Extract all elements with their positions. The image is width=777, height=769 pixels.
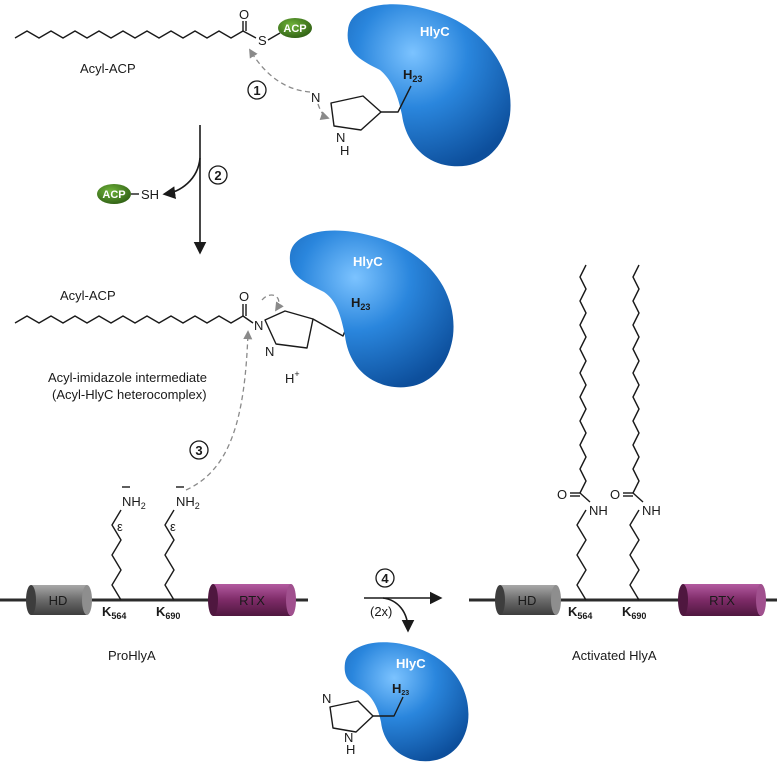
carbonyl-oxygen-mid: O <box>239 289 249 304</box>
svg-text:4: 4 <box>381 571 389 586</box>
step1-attack-arrow <box>249 48 311 93</box>
acyl-chain-564 <box>579 264 587 494</box>
acp-label-top: ACP <box>283 23 306 35</box>
acyl-chain-top <box>14 30 244 39</box>
epsilon-564: ε <box>117 519 123 534</box>
acp-blob-released <box>97 184 131 204</box>
nh2-564: NH2 <box>122 494 146 511</box>
imidazole-nh-n-top: N <box>336 130 345 145</box>
curly-arrow-mid <box>261 294 284 312</box>
his23-label-bottom: H23 <box>392 681 409 697</box>
acyl-chain-690 <box>632 264 640 494</box>
his-side-chain-top <box>381 85 412 113</box>
hlyc-label-mid: HlyC <box>353 254 383 269</box>
svg-text:3: 3 <box>195 443 202 458</box>
carbonyl-oxygen-top: O <box>239 7 249 22</box>
step3-attack-arrow <box>185 330 253 491</box>
prohlya-label: ProHlyA <box>108 648 156 663</box>
hd-label-right: HD <box>518 593 537 608</box>
imidazole-ring-top <box>330 95 382 131</box>
step4-release-arrow <box>382 597 415 633</box>
imidazole-nh-n-bottom: N <box>344 730 353 745</box>
nh2-690: NH2 <box>176 494 200 511</box>
hlyc-label-top: HlyC <box>420 24 450 39</box>
curly-arrow-top <box>317 103 330 121</box>
imidazole-ring-bottom <box>329 700 374 733</box>
imidazole-bottom: N N H <box>322 691 404 757</box>
two-x-label: (2x) <box>370 604 392 619</box>
hlyc-shape-top <box>347 4 511 167</box>
k564-label: K564 <box>102 604 126 621</box>
sulfur-atom: S <box>258 33 267 48</box>
acyl-chain-mid <box>14 315 244 324</box>
step-1-marker: 1 <box>247 80 267 100</box>
hd-domain-right: HD <box>495 585 561 615</box>
hd-domain-left: HD <box>26 585 92 615</box>
prohlya-protein: HD RTX ε NH2 K564 ε NH2 K690 <box>0 486 308 621</box>
amide-bond-564 <box>579 492 591 503</box>
k690-label-activated: K690 <box>622 604 646 621</box>
imidazole-nh-h-top: H <box>340 143 349 158</box>
rtx-domain-right: RTX <box>678 584 766 616</box>
rtx-domain-left: RTX <box>208 584 296 616</box>
s-acp-bond <box>267 32 281 41</box>
activated-hlya-label: Activated HlyA <box>572 648 657 663</box>
svg-text:2: 2 <box>214 168 221 183</box>
hd-label-left: HD <box>49 593 68 608</box>
acyl-acp-top-molecule: O S ACP Acyl-ACP <box>14 7 312 76</box>
intermediate-label-line1: Acyl-imidazole intermediate <box>48 370 207 385</box>
acp-sh-released: ACP SH <box>97 184 159 204</box>
hlyc-shape-mid <box>289 230 454 388</box>
hlyc-enzyme-mid: HlyC H23 <box>289 230 454 388</box>
his23-label-mid: H23 <box>351 295 370 312</box>
acyl-acp-label-top: Acyl-ACP <box>80 61 136 76</box>
amide-bond-690 <box>632 492 644 503</box>
hlyc-shape-bottom <box>344 642 469 762</box>
rtx-label-left: RTX <box>239 593 265 608</box>
hlyc-enzyme-top: HlyC H23 <box>347 4 511 167</box>
acp-blob-top <box>278 18 312 38</box>
hlyc-enzyme-bottom: HlyC H23 <box>344 642 469 762</box>
amide-nh-564: NH <box>589 503 608 518</box>
step-2-marker: 2 <box>208 165 228 185</box>
thioester-bond <box>242 30 257 39</box>
amide-nh-690: NH <box>642 503 661 518</box>
lys564-side-chain <box>111 509 122 601</box>
k690-label: K690 <box>156 604 180 621</box>
intermediate-label-line2: (Acyl-HlyC heterocomplex) <box>52 387 207 402</box>
acyl-imidazole-n: N <box>254 318 263 333</box>
imidazole-ring-mid <box>264 310 314 349</box>
carbonyl-oxygen-690: O <box>610 487 620 502</box>
epsilon-690: ε <box>170 519 176 534</box>
his23-label-top: H23 <box>403 67 422 84</box>
activated-hlya-protein: HD RTX NH O K564 NH O K690 <box>469 264 777 621</box>
hlyc-label-bottom: HlyC <box>396 656 426 671</box>
imidazole-n-top: N <box>311 90 320 105</box>
imidazole-hplus: H+ <box>285 369 300 386</box>
rtx-label-right: RTX <box>709 593 735 608</box>
sh-label: SH <box>141 187 159 202</box>
his-side-chain-bottom <box>373 696 404 717</box>
step-4-marker: 4 <box>375 568 395 588</box>
imidazole-nh-h-bottom: H <box>346 742 355 757</box>
k564-label-activated: K564 <box>568 604 592 621</box>
acyl-lys564-side-chain <box>576 509 587 601</box>
lys690-side-chain <box>164 509 175 601</box>
carbonyl-oxygen-564: O <box>557 487 567 502</box>
acyl-n-bond <box>242 315 254 324</box>
imidazole-n-bottom: N <box>322 691 331 706</box>
acyl-lys690-side-chain <box>629 509 640 601</box>
imidazole-top: N N H <box>311 85 412 158</box>
imidazole-n-mid: N <box>265 344 274 359</box>
step2-release-arrow <box>162 157 201 199</box>
svg-text:1: 1 <box>253 83 260 98</box>
acp-label-released: ACP <box>102 189 125 201</box>
acyl-acp-label-mid: Acyl-ACP <box>60 288 116 303</box>
step-3-marker: 3 <box>189 440 209 460</box>
